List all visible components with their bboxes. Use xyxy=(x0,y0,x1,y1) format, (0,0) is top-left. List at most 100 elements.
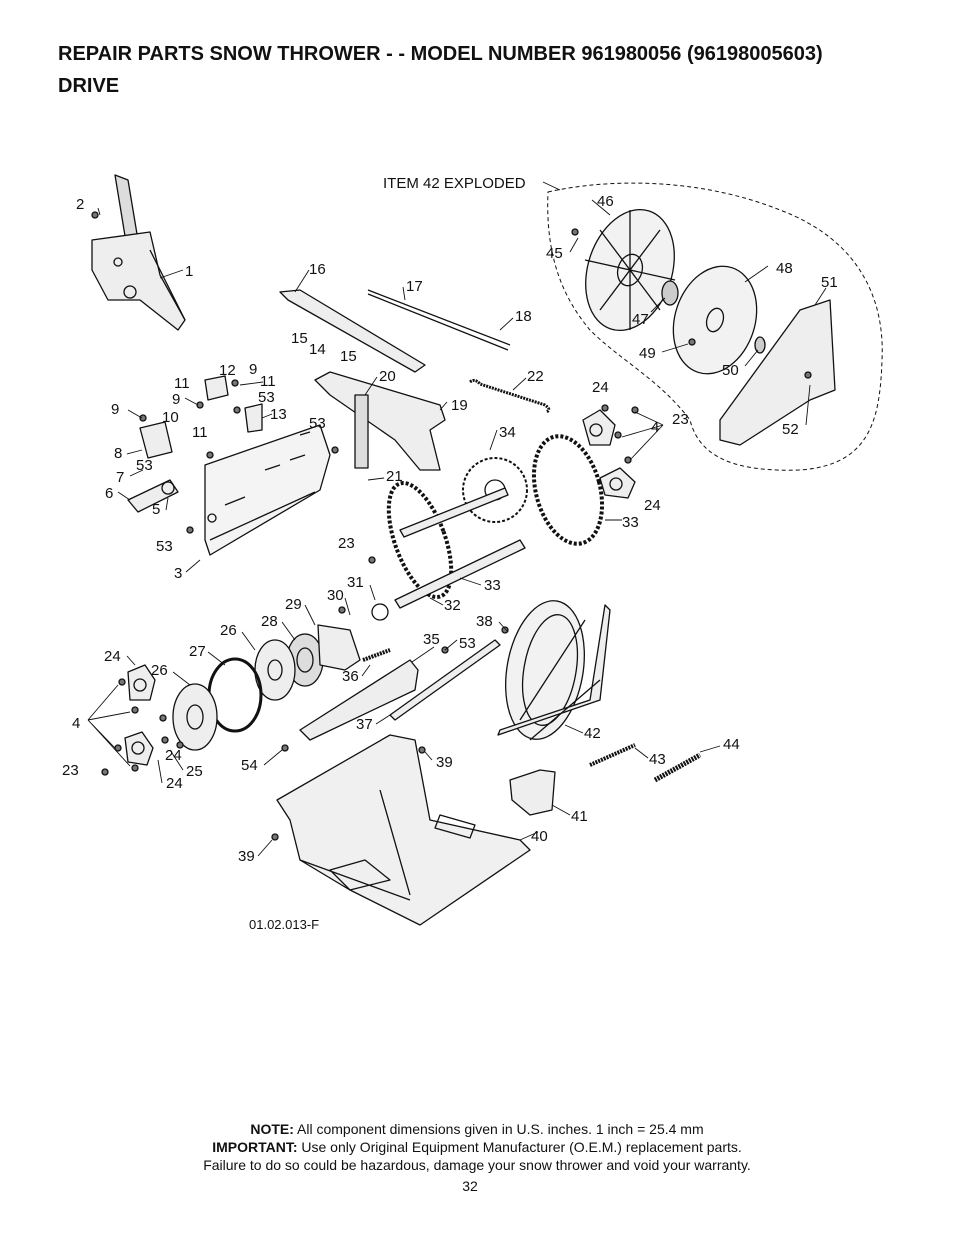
callout: 39 xyxy=(436,754,453,771)
drawing-number: 01.02.013-F xyxy=(249,917,319,932)
callout: 40 xyxy=(531,828,548,845)
title-line-1: REPAIR PARTS SNOW THROWER - - MODEL NUMB… xyxy=(58,43,823,65)
footer-notes: NOTE: All component dimensions given in … xyxy=(0,1120,954,1174)
callout: 26 xyxy=(220,622,237,639)
callout: 11 xyxy=(260,373,276,390)
drive-plate-42-part xyxy=(497,600,611,741)
callout: 32 xyxy=(444,597,461,614)
callout: 7 xyxy=(116,469,124,486)
bracket-13-part xyxy=(244,403,263,433)
axle-32-part xyxy=(394,539,526,609)
callout: 27 xyxy=(189,643,206,660)
bracket-41-part xyxy=(509,769,556,816)
callout: 45 xyxy=(546,245,563,262)
callout: 23 xyxy=(338,535,355,552)
callout: 33 xyxy=(484,577,501,594)
hardware-fasteners xyxy=(91,211,812,841)
bushing-50-part xyxy=(754,336,766,354)
callout: 19 xyxy=(451,397,468,414)
page-title: REPAIR PARTS SNOW THROWER - - MODEL NUMB… xyxy=(58,38,823,102)
callout: 15 xyxy=(291,330,308,347)
callout: 53 xyxy=(309,415,326,432)
bracket-19-part xyxy=(314,371,446,471)
callout: 44 xyxy=(723,736,740,753)
shaft-16-part xyxy=(279,289,426,373)
callout: 24 xyxy=(592,379,609,396)
bracket-12-part xyxy=(204,375,229,401)
callout: 34 xyxy=(499,424,516,441)
note-label: NOTE: xyxy=(250,1121,294,1137)
callout: 2 xyxy=(76,196,84,213)
callout: 11 xyxy=(174,375,190,392)
chain-33-left-part xyxy=(386,480,454,600)
callout-labels: ITEM 42 EXPLODED 1 2 3 4 4 5 6 7 8 9 9 9… xyxy=(62,175,838,932)
ring-31-part xyxy=(371,603,389,621)
callout: 30 xyxy=(327,587,344,604)
callout: 23 xyxy=(62,762,79,779)
callout: 4 xyxy=(72,715,80,732)
shaft-20-part xyxy=(354,394,369,469)
callout: 12 xyxy=(219,362,236,379)
callout: 54 xyxy=(241,757,258,774)
drive-wheel-46-part xyxy=(584,208,676,332)
callout: 47 xyxy=(632,311,649,328)
bracket-51-part xyxy=(719,299,836,446)
callout: 37 xyxy=(356,716,373,733)
callout: 9 xyxy=(172,391,180,408)
spring-44-part xyxy=(653,752,702,783)
spring-22-part xyxy=(469,378,551,414)
note-text: All component dimensions given in U.S. i… xyxy=(293,1121,704,1137)
callout: 41 xyxy=(571,808,588,825)
callout: 38 xyxy=(476,613,493,630)
spring-36-part xyxy=(362,648,391,662)
callout: 29 xyxy=(285,596,302,613)
callout: 53 xyxy=(136,457,153,474)
callout: 24 xyxy=(166,775,183,792)
friction-disc-48-part xyxy=(672,265,758,375)
sprocket-34-part xyxy=(462,457,528,523)
callout: 3 xyxy=(174,565,182,582)
important-label: IMPORTANT: xyxy=(212,1139,298,1155)
frame-plate-part xyxy=(204,424,331,556)
callout: 11 xyxy=(192,424,208,441)
callout: 21 xyxy=(386,468,403,485)
disc-26b-part xyxy=(172,683,218,751)
important-text: Use only Original Equipment Manufacturer… xyxy=(297,1139,742,1155)
callout: 20 xyxy=(379,368,396,385)
callout: 15 xyxy=(340,348,357,365)
callout: 36 xyxy=(342,668,359,685)
callout: 1 xyxy=(185,263,193,280)
callout: 24 xyxy=(644,497,661,514)
callout: 46 xyxy=(597,193,614,210)
shaft-37-part xyxy=(389,639,501,721)
callout: 4 xyxy=(651,419,659,436)
callout: 17 xyxy=(406,278,423,295)
washer-5-part xyxy=(161,481,175,495)
callout: 9 xyxy=(111,401,119,418)
shift-lever-part xyxy=(91,174,186,331)
spring-43-part xyxy=(589,743,636,767)
exploded-boundary xyxy=(547,182,883,471)
callout: 28 xyxy=(261,613,278,630)
callout: 49 xyxy=(639,345,656,362)
callout: 5 xyxy=(152,501,160,518)
callout: 25 xyxy=(186,763,203,780)
callout: 48 xyxy=(776,260,793,277)
plate-8-part xyxy=(139,421,173,459)
washer-47-part xyxy=(661,280,679,306)
callout: 35 xyxy=(423,631,440,648)
title-line-2: DRIVE xyxy=(58,75,120,97)
leader-lines xyxy=(87,181,827,857)
callout: 42 xyxy=(584,725,601,742)
callout: 52 xyxy=(782,421,799,438)
callout: 18 xyxy=(515,308,532,325)
callout: 10 xyxy=(162,409,179,426)
callout: 26 xyxy=(151,662,168,679)
callout: 14 xyxy=(309,341,326,358)
arm-6-part xyxy=(127,479,179,513)
bracket-35-part xyxy=(299,659,419,741)
callout: 53 xyxy=(156,538,173,555)
callout: 53 xyxy=(459,635,476,652)
bearing-flange-24-right-part xyxy=(582,409,636,499)
